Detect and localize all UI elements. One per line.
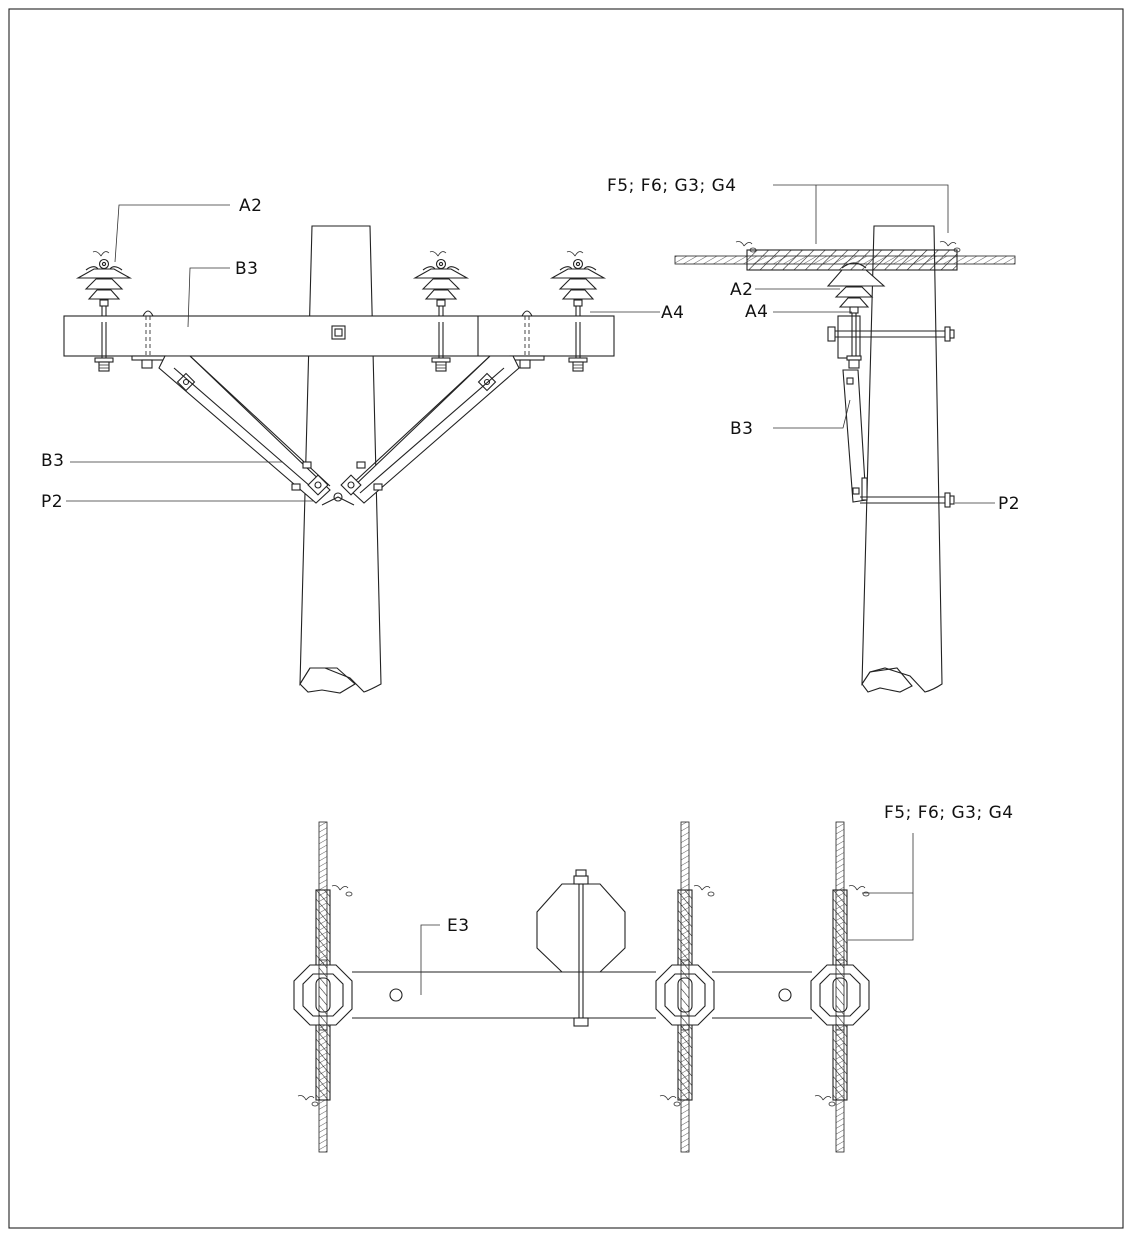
label-p2-side: P2 <box>998 494 1020 514</box>
plan-crossarm-beam <box>352 971 812 1019</box>
drawing-border <box>8 8 1124 1229</box>
label-e3: E3 <box>447 916 470 936</box>
label-b3-side: B3 <box>730 419 753 439</box>
front-pole <box>299 225 382 693</box>
label-a2-side: A2 <box>730 280 753 300</box>
side-insulator-icon <box>826 262 886 314</box>
plan-pole-top <box>536 883 626 973</box>
front-insulator-left-icon <box>77 250 131 317</box>
front-brace-right <box>340 355 520 504</box>
label-a4-front: A4 <box>661 303 684 323</box>
plan-view: E3 F5; F6; G3; G4 <box>293 803 1014 1153</box>
label-a2-front: A2 <box>239 196 262 216</box>
side-brace <box>842 369 868 503</box>
label-ties-plan: F5; F6; G3; G4 <box>884 803 1014 823</box>
front-crossarm-beam <box>63 310 615 369</box>
side-conductor-wrap <box>746 249 958 271</box>
front-insulator-right-icon <box>551 250 605 317</box>
label-b3-crossarm: B3 <box>235 259 258 279</box>
label-p2-front: P2 <box>41 492 63 512</box>
label-b3-brace: B3 <box>41 451 64 471</box>
label-a4-side: A4 <box>745 302 768 322</box>
label-ties-side: F5; F6; G3; G4 <box>607 176 737 196</box>
side-view: F5; F6; G3; G4 A2 A4 B3 P2 <box>607 176 1020 693</box>
side-pole <box>861 225 943 693</box>
front-brace-left <box>158 355 331 504</box>
front-view: A2 B3 A4 B3 P2 <box>41 196 684 694</box>
front-insulator-center-icon <box>414 250 468 317</box>
